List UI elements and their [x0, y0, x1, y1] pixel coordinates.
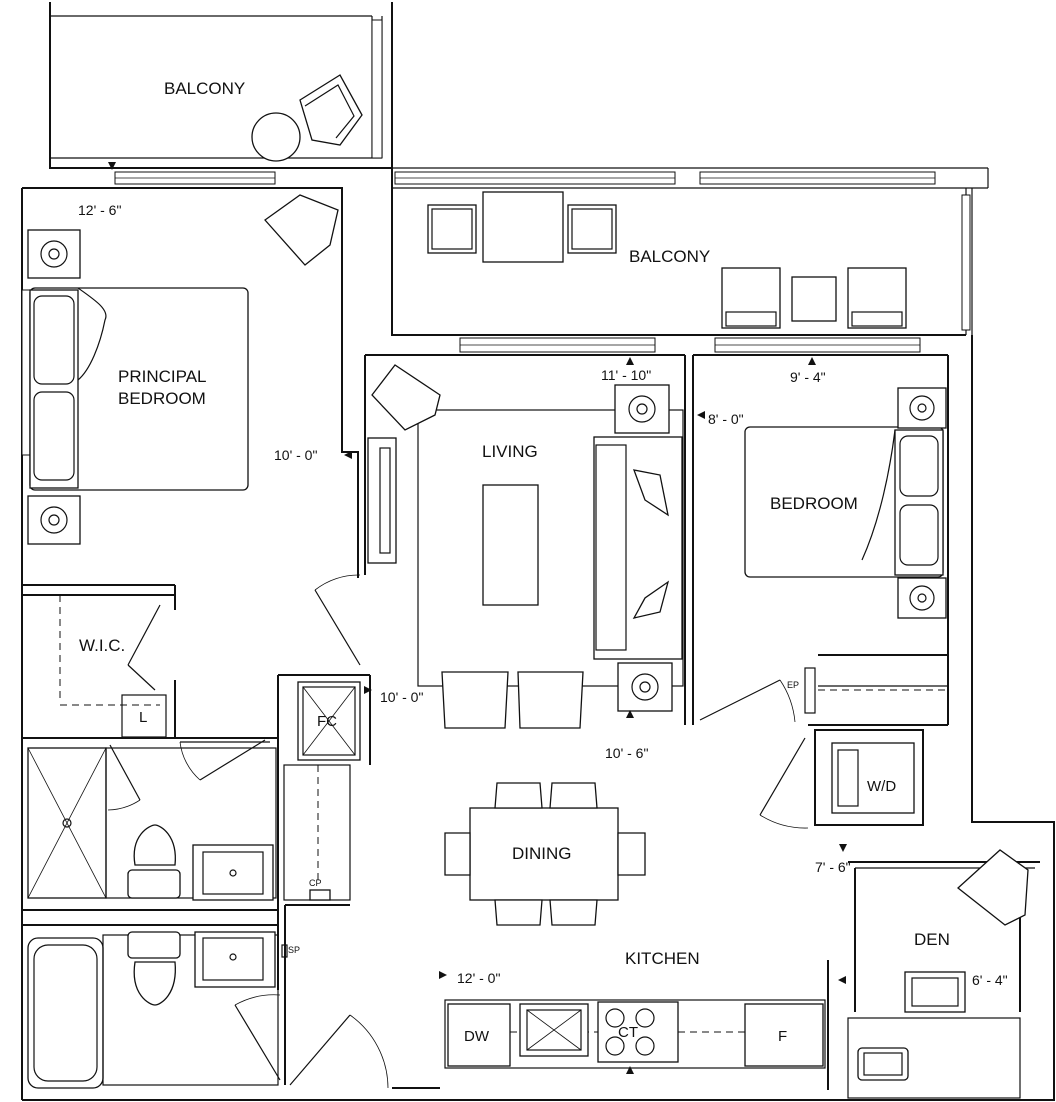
dishwasher-label: DW [464, 1028, 490, 1045]
wic-label: W.I.C. [79, 636, 125, 655]
fridge-label: F [778, 1028, 787, 1045]
balcony-furniture [251, 74, 907, 329]
dining-label: DINING [512, 844, 572, 863]
dim-principal-depth: 10' - 0" [274, 447, 317, 463]
living-label: LIVING [482, 442, 538, 461]
dimension-markers [108, 162, 847, 1074]
dim-den-depth: 6' - 4" [972, 972, 1008, 988]
dim-dining-width: 10' - 6" [605, 745, 648, 761]
doors [107, 574, 816, 1089]
principal-bedroom-label-line2: BEDROOM [118, 389, 206, 408]
kitchen-counter [444, 999, 826, 1069]
kitchen-label: KITCHEN [625, 949, 700, 968]
washer-dryer-label: W/D [867, 778, 896, 795]
dim-living-depth: 8' - 0" [708, 411, 744, 427]
balcony-top-label: BALCONY [164, 79, 245, 98]
principal-bedroom-furniture [27, 194, 339, 545]
electrical-panel-label: EP [787, 680, 799, 690]
dim-principal-width: 12' - 6" [78, 202, 121, 218]
sprinkler-panel-label: SP [288, 945, 300, 955]
mechanical [283, 681, 361, 901]
dining-furniture [444, 782, 646, 926]
linen-closet-label: L [139, 709, 147, 726]
fan-coil-label: FC [317, 713, 337, 730]
interior-walls [22, 354, 1040, 1099]
windows [21, 19, 971, 456]
laundry-den-furniture [831, 742, 1029, 1081]
balcony-right-label: BALCONY [629, 247, 710, 266]
den-label: DEN [914, 930, 950, 949]
cooktop-label: CT [618, 1024, 638, 1041]
dim-living-width: 11' - 10" [601, 367, 651, 383]
dim-dining-depth: 10' - 0" [380, 689, 423, 705]
dim-kitchen-width: 12' - 0" [457, 970, 500, 986]
dim-den-width: 7' - 6" [815, 859, 851, 875]
living-furniture [367, 364, 684, 729]
bedroom-furniture [744, 387, 947, 619]
bathroom-fixtures [27, 747, 288, 1089]
bedroom-label: BEDROOM [770, 494, 858, 513]
closet-panel-label: CP [309, 878, 322, 888]
principal-bedroom-label-line1: PRINCIPAL [118, 367, 207, 386]
dim-bedroom-width: 9' - 4" [790, 369, 826, 385]
